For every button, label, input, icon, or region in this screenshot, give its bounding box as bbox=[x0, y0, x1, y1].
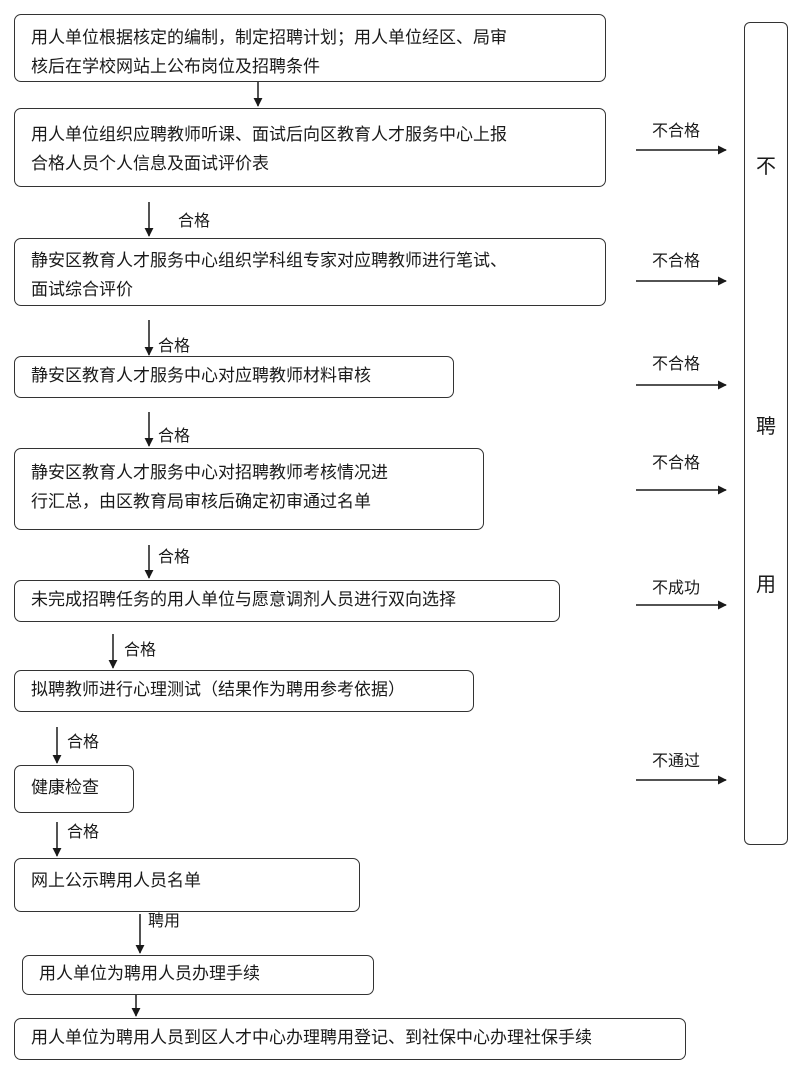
pass-label: 合格 bbox=[67, 732, 100, 751]
step-1-line1: 用人单位根据核定的编制，制定招聘计划；用人单位经区、局审 bbox=[31, 28, 507, 48]
step-5-line2: 行汇总，由区教育局审核后确定初审通过名单 bbox=[31, 492, 371, 512]
step-7-box: 拟聘教师进行心理测试（结果作为聘用参考依据） bbox=[14, 670, 474, 712]
fail-label: 不合格 bbox=[652, 453, 701, 472]
step-8-box: 健康检查 bbox=[14, 765, 134, 813]
step-9-box: 网上公示聘用人员名单 bbox=[14, 858, 360, 912]
not-hired-char: 聘 bbox=[756, 414, 776, 438]
not-hired-box: 不 聘 用 bbox=[744, 22, 788, 845]
step-6-line1: 未完成招聘任务的用人单位与愿意调剂人员进行双向选择 bbox=[31, 590, 456, 610]
step-8-line1: 健康检查 bbox=[31, 778, 99, 798]
pass-label: 合格 bbox=[67, 822, 100, 841]
step-11-line1: 用人单位为聘用人员到区人才中心办理聘用登记、到社保中心办理社保手续 bbox=[31, 1028, 592, 1048]
fail-label: 不合格 bbox=[652, 354, 701, 373]
hire-label: 聘用 bbox=[148, 911, 181, 930]
pass-label: 合格 bbox=[158, 336, 191, 355]
step-1-box: 用人单位根据核定的编制，制定招聘计划；用人单位经区、局审 核后在学校网站上公布岗… bbox=[14, 14, 606, 82]
step-3-line1: 静安区教育人才服务中心组织学科组专家对应聘教师进行笔试、 bbox=[31, 251, 507, 271]
fail-label: 不合格 bbox=[652, 121, 701, 140]
not-hired-char: 用 bbox=[756, 572, 776, 596]
step-4-line1: 静安区教育人才服务中心对应聘教师材料审核 bbox=[31, 366, 371, 386]
step-5-box: 静安区教育人才服务中心对招聘教师考核情况进 行汇总，由区教育局审核后确定初审通过… bbox=[14, 448, 484, 530]
step-11-box: 用人单位为聘用人员到区人才中心办理聘用登记、到社保中心办理社保手续 bbox=[14, 1018, 686, 1060]
step-7-line1: 拟聘教师进行心理测试（结果作为聘用参考依据） bbox=[31, 680, 405, 700]
pass-label: 合格 bbox=[158, 426, 191, 445]
step-2-line2: 合格人员个人信息及面试评价表 bbox=[31, 154, 269, 174]
step-2-box: 用人单位组织应聘教师听课、面试后向区教育人才服务中心上报 合格人员个人信息及面试… bbox=[14, 108, 606, 187]
step-5-line1: 静安区教育人才服务中心对招聘教师考核情况进 bbox=[31, 463, 388, 483]
pass-label: 合格 bbox=[158, 547, 191, 566]
step-3-line2: 面试综合评价 bbox=[31, 280, 133, 300]
not-hired-char: 不 bbox=[756, 154, 776, 178]
step-2-line1: 用人单位组织应聘教师听课、面试后向区教育人才服务中心上报 bbox=[31, 125, 507, 145]
step-6-box: 未完成招聘任务的用人单位与愿意调剂人员进行双向选择 bbox=[14, 580, 560, 622]
not-passed-label: 不通过 bbox=[652, 751, 701, 770]
step-4-box: 静安区教育人才服务中心对应聘教师材料审核 bbox=[14, 356, 454, 398]
fail-label: 不合格 bbox=[652, 251, 701, 270]
unsuccessful-label: 不成功 bbox=[652, 578, 701, 597]
step-10-box: 用人单位为聘用人员办理手续 bbox=[22, 955, 374, 995]
step-3-box: 静安区教育人才服务中心组织学科组专家对应聘教师进行笔试、 面试综合评价 bbox=[14, 238, 606, 306]
step-1-line2: 核后在学校网站上公布岗位及招聘条件 bbox=[31, 57, 320, 77]
step-10-line1: 用人单位为聘用人员办理手续 bbox=[39, 964, 260, 984]
pass-label: 合格 bbox=[178, 211, 211, 230]
pass-label: 合格 bbox=[124, 640, 157, 659]
step-9-line1: 网上公示聘用人员名单 bbox=[31, 871, 201, 891]
